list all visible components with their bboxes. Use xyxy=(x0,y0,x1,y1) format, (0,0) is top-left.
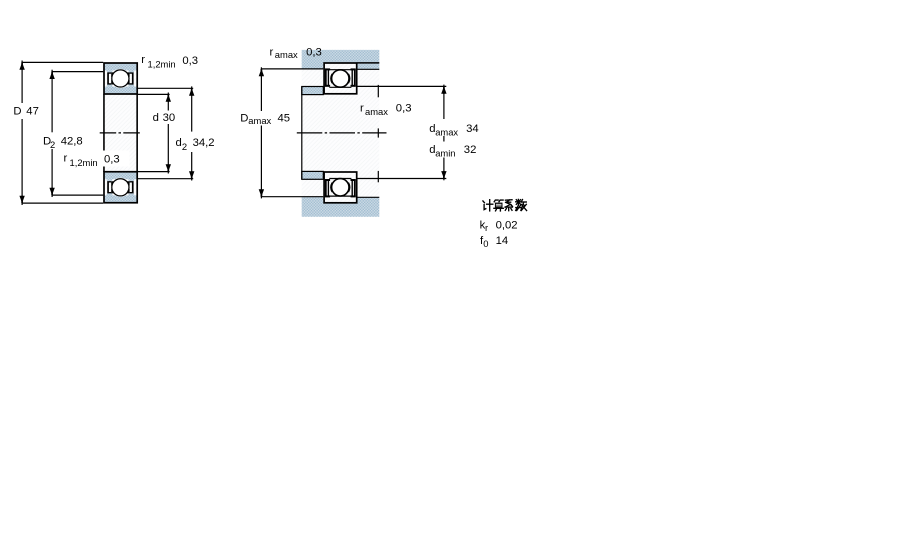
svg-text:D: D xyxy=(43,135,51,147)
svg-text:amin: amin xyxy=(435,148,455,159)
svg-text:0,3: 0,3 xyxy=(396,103,412,115)
svg-text:f: f xyxy=(480,235,484,247)
svg-text:47: 47 xyxy=(26,106,39,118)
svg-text:k: k xyxy=(480,219,486,231)
svg-text:32: 32 xyxy=(464,144,477,156)
svg-text:r: r xyxy=(360,103,364,115)
svg-text:d: d xyxy=(176,137,182,149)
svg-text:d: d xyxy=(153,112,159,124)
svg-text:D: D xyxy=(13,106,21,118)
svg-text:amax: amax xyxy=(435,126,458,137)
svg-text:d: d xyxy=(429,123,435,135)
svg-text:0,3: 0,3 xyxy=(182,55,198,67)
svg-text:0,3: 0,3 xyxy=(104,154,120,166)
svg-text:D: D xyxy=(240,112,248,124)
svg-text:45: 45 xyxy=(278,112,291,124)
svg-text:amax: amax xyxy=(365,106,388,117)
svg-text:0,3: 0,3 xyxy=(306,46,322,58)
svg-text:34: 34 xyxy=(466,123,479,135)
svg-text:0,02: 0,02 xyxy=(496,220,518,232)
svg-text:0: 0 xyxy=(483,238,488,249)
svg-text:2: 2 xyxy=(50,139,55,150)
svg-text:r: r xyxy=(270,46,274,58)
svg-text:amax: amax xyxy=(248,115,271,126)
svg-text:14: 14 xyxy=(496,235,509,247)
svg-text:amax: amax xyxy=(275,49,298,60)
svg-text:34,2: 34,2 xyxy=(193,137,215,149)
svg-text:42,8: 42,8 xyxy=(61,135,83,147)
svg-text:1,2min: 1,2min xyxy=(148,58,176,69)
svg-text:r: r xyxy=(485,222,488,233)
svg-text:r: r xyxy=(64,153,68,165)
svg-text:r: r xyxy=(141,54,145,66)
svg-text:2: 2 xyxy=(182,141,187,152)
svg-text:30: 30 xyxy=(163,112,176,124)
svg-text:1,2min: 1,2min xyxy=(70,157,98,168)
svg-text:d: d xyxy=(429,144,435,156)
